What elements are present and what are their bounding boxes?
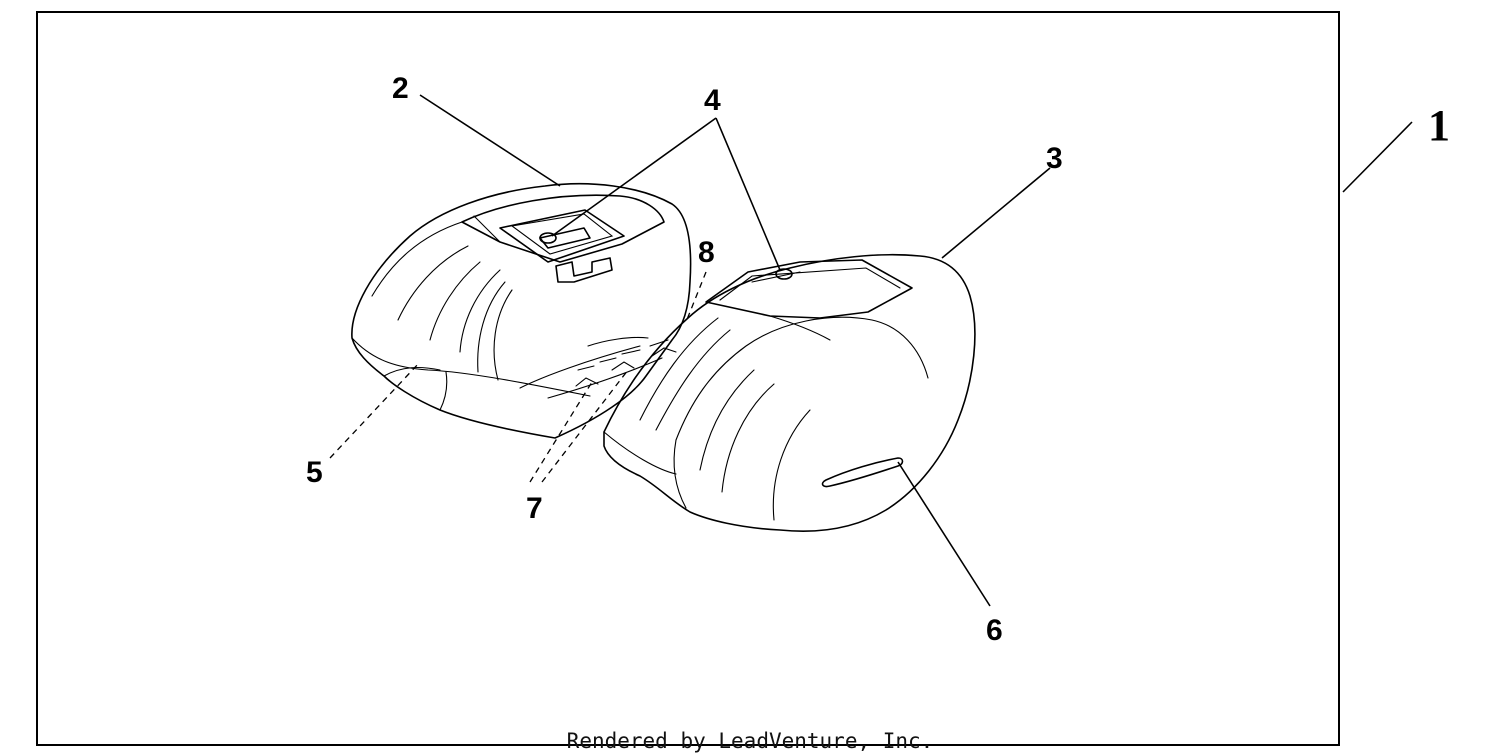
diagram-frame xyxy=(36,11,1340,746)
leader-line-3 xyxy=(941,167,1051,259)
leader-line-7b xyxy=(541,369,629,483)
leader-line-1 xyxy=(1342,121,1413,193)
leader-line-2 xyxy=(419,94,561,187)
leader-line-4a xyxy=(551,117,717,237)
leader-line-4b xyxy=(715,117,781,271)
leader-line-8 xyxy=(685,271,707,323)
callout-1: 1 xyxy=(1428,101,1450,150)
leader-line-5 xyxy=(329,361,421,459)
leader-line-7a xyxy=(529,381,593,483)
leader-line-6 xyxy=(897,461,991,607)
callout-7: 7 xyxy=(526,492,543,525)
callout-8: 8 xyxy=(698,236,715,269)
callout-5: 5 xyxy=(306,456,323,489)
callout-3: 3 xyxy=(1046,142,1063,175)
callout-2: 2 xyxy=(392,72,409,105)
callout-6: 6 xyxy=(986,614,1003,647)
render-credit: Rendered by LeadVenture, Inc. xyxy=(567,729,934,753)
callout-4: 4 xyxy=(704,84,721,117)
right-saddlebag-illustration xyxy=(603,253,976,532)
left-saddlebag-illustration xyxy=(351,182,692,439)
